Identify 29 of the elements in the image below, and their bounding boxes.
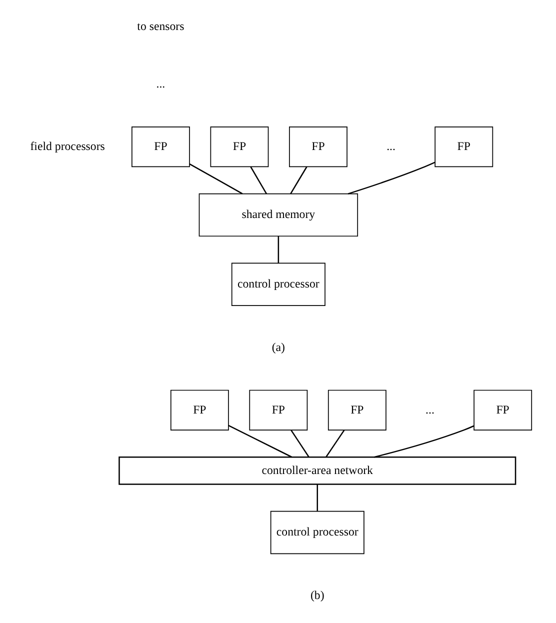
connector bbox=[189, 163, 243, 194]
node-box: FP bbox=[249, 390, 308, 430]
label: ... bbox=[386, 138, 396, 153]
connector bbox=[348, 162, 436, 194]
node-box: FP bbox=[474, 390, 532, 430]
label: ... bbox=[426, 402, 434, 416]
connector bbox=[228, 424, 292, 458]
connector bbox=[326, 430, 345, 458]
node-box: controller-area network bbox=[118, 456, 516, 485]
node-box: FP bbox=[328, 390, 386, 430]
connector bbox=[278, 236, 280, 264]
label: field processors bbox=[30, 138, 105, 153]
label: ... bbox=[156, 76, 166, 91]
node-box: FP bbox=[210, 126, 269, 168]
node-box: FP bbox=[289, 126, 348, 168]
connector bbox=[374, 425, 474, 458]
connector bbox=[250, 166, 268, 194]
node-box: FP bbox=[170, 390, 229, 430]
node-box: control processor bbox=[231, 262, 326, 306]
connector bbox=[316, 484, 318, 512]
connector bbox=[290, 430, 310, 458]
node-box: shared memory bbox=[198, 193, 358, 237]
node-box: FP bbox=[434, 126, 494, 168]
label: (a) bbox=[272, 340, 285, 354]
node-box: FP bbox=[132, 126, 190, 168]
connector bbox=[290, 166, 308, 194]
node-box: control processor bbox=[270, 510, 364, 554]
label: to sensors bbox=[137, 19, 184, 34]
label: (b) bbox=[310, 588, 324, 602]
